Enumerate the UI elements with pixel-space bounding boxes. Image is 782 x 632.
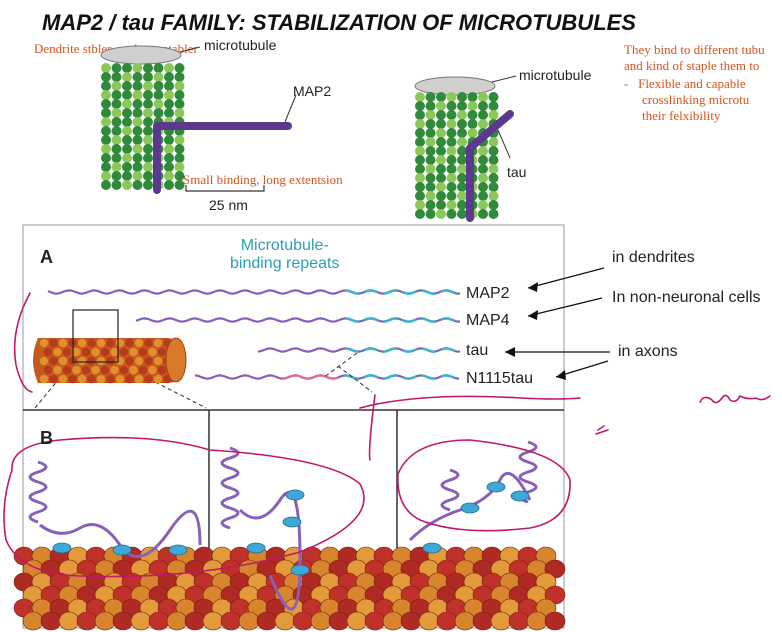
microtubule-label-right: microtubule <box>519 67 592 83</box>
handwriting-ink <box>3 292 771 578</box>
bullet-line2: crosslinking microtu <box>642 92 750 107</box>
protein-label-tau: tau <box>466 342 489 359</box>
bullet-line3: their felxibility <box>642 108 721 123</box>
scale-bar <box>185 185 265 192</box>
note-dendrite-stabler: Dendrite stbler <box>34 41 112 56</box>
panel-a-letter: A <box>40 247 53 267</box>
repeats-label: Microtubule- binding repeats <box>230 237 339 273</box>
panel-b-letter: B <box>40 428 53 448</box>
protein-label-map2: MAP2 <box>466 285 510 302</box>
page-title: MAP2 / tau FAMILY: STABILIZATION OF MICR… <box>42 10 636 35</box>
panel-a-microtubule-graphic <box>33 337 187 384</box>
note-bind-line2: and kind of staple them to <box>624 58 760 73</box>
protein-label-map4: MAP4 <box>466 312 510 329</box>
note-bullet-list: - Flexible and capable crosslinking micr… <box>624 76 782 124</box>
map2-label-top: MAP2 <box>293 83 332 99</box>
zoom-box <box>72 309 119 363</box>
protein-strands-group <box>47 289 461 380</box>
bullet-line1: Flexible and capable <box>638 76 746 91</box>
repeats-label-line1: Microtubule- <box>240 237 329 254</box>
annotation-axons: in axons <box>618 343 678 360</box>
microtubule-label-left: microtubule <box>204 37 277 53</box>
repeats-label-line2: binding repeats <box>230 255 340 272</box>
panel-b-microtubule-surface <box>13 546 566 631</box>
bullet-dash: - <box>624 76 629 91</box>
scale-label: 25 nm <box>209 197 248 213</box>
panel-b-proteins <box>28 440 538 611</box>
annotation-non-neuronal: In non-neuronal cells <box>612 289 761 306</box>
note-small-binding: Small binding, long extentsion <box>183 172 343 187</box>
tau-label-top: tau <box>507 164 527 180</box>
annotation-arrows <box>505 267 610 380</box>
note-bind-line1: They bind to different tubu <box>624 42 765 57</box>
annotation-dendrites: in dendrites <box>612 249 695 266</box>
map2-rod-graphic <box>153 122 292 194</box>
tau-rod-graphic <box>466 110 514 222</box>
protein-label-n1115tau: N1115tau <box>466 370 534 387</box>
